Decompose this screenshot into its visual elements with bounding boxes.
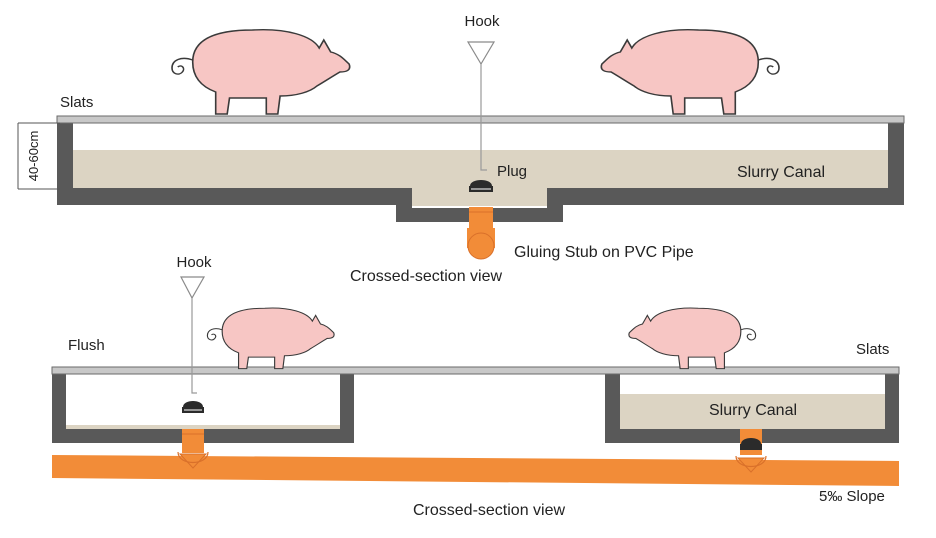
right-tank-slurry [620, 394, 885, 429]
bottom-hook-triangle-icon [180, 276, 206, 300]
slope-label: 5‰ Slope [819, 488, 885, 505]
top-pig-right [600, 28, 780, 115]
bottom-plug-icon [182, 401, 204, 413]
stub-label: Gluing Stub on PVC Pipe [514, 244, 694, 261]
top-hook-label: Hook [464, 13, 500, 30]
bottom-pig-left [206, 307, 335, 370]
sloped-pipe [52, 455, 899, 486]
top-canal-wall [57, 122, 904, 222]
plug-label: Plug [497, 163, 527, 180]
left-pipe-stub [177, 429, 209, 469]
left-tank-wall [52, 372, 354, 443]
bottom-hook-label: Hook [176, 254, 212, 271]
top-pipe-stub [467, 207, 495, 260]
bottom-canal-label: Slurry Canal [709, 402, 797, 419]
top-pig-left [171, 28, 351, 115]
top-sump-fill [412, 186, 547, 206]
bottom-cross-section: Hook Flush Slats Slurry Canal 5‰ Slope C… [51, 254, 900, 519]
bottom-caption: Crossed-section view [413, 502, 566, 519]
top-hook-triangle-icon [466, 41, 496, 66]
bottom-slats-label: Slats [856, 341, 889, 358]
right-pipe-stub [735, 429, 767, 473]
top-hook-line [480, 64, 487, 171]
bottom-slats [51, 366, 900, 375]
top-slats-label: Slats [60, 94, 93, 111]
bottom-hook-line [191, 298, 197, 394]
depth-label: 40-60cm [26, 131, 41, 182]
top-plug-icon [469, 180, 493, 192]
flush-label: Flush [68, 337, 105, 354]
right-tank-wall [605, 372, 899, 443]
top-canal-label: Slurry Canal [737, 164, 825, 181]
top-cross-section: 40-60cm Hook Slats Plug Slurry Canal Glu… [17, 13, 905, 285]
top-caption: Crossed-section view [350, 268, 503, 285]
bottom-pig-right [628, 307, 757, 370]
left-tank-residue [66, 425, 340, 429]
